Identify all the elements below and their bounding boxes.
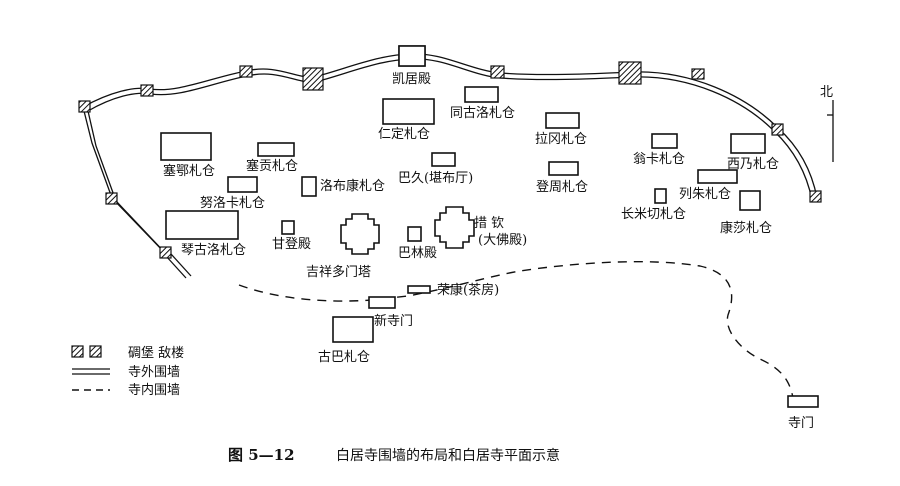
tower-icon: [771, 123, 784, 136]
building-wengka: [651, 133, 678, 149]
legend-tower-icon-2: [89, 345, 102, 358]
tower-icon: [302, 67, 324, 91]
building-nuluoka: [227, 176, 258, 193]
label-guba: 古巴札仓: [318, 350, 370, 365]
building-saigong: [257, 142, 295, 157]
tower-icon: [618, 61, 642, 85]
caption-number: 图 5—12: [228, 446, 295, 464]
building-tonggu: [464, 86, 499, 103]
label-tonggu: 同古洛札仓: [450, 106, 515, 121]
label-nuluoka: 努洛卡札仓: [200, 196, 265, 211]
building-changmi: [654, 188, 667, 204]
building-guba: [332, 316, 374, 343]
building-kaiju: [398, 45, 426, 67]
building-xinsimen: [368, 296, 396, 309]
figure-caption: 图 5—12 白居寺围墙的布局和白居寺平面示意: [228, 446, 560, 464]
building-gandeng: [281, 220, 295, 235]
legend: 碉堡 敌楼 寺外围墙 寺内围墙: [71, 345, 184, 398]
tower-icon: [140, 84, 154, 97]
tower-icon: [490, 65, 505, 79]
north-label: 北: [820, 85, 833, 100]
label-luobukang: 洛布康札仓: [320, 178, 385, 194]
tower-icon: [691, 68, 705, 80]
building-bajiu: [431, 152, 456, 167]
building-labels: 凯居殿 同古洛札仓 仁定札仓 拉冈札仓 翁卡札仓 西乃札仓 塞鄂札仓 塞贡札仓 …: [163, 72, 814, 431]
label-xinai: 西乃札仓: [727, 157, 779, 172]
building-lagang: [545, 112, 580, 129]
buildings: [160, 45, 819, 408]
legend-outer-label: 寺外围墙: [128, 365, 180, 380]
label-changmi: 长米切札仓: [621, 207, 686, 222]
label-lagang: 拉冈札仓: [535, 132, 587, 147]
building-liezhu: [697, 169, 738, 184]
label-gandeng: 甘登殿: [272, 237, 311, 252]
label-saie: 塞鄂札仓: [163, 163, 215, 179]
building-balin: [407, 226, 422, 242]
label-simen: 寺门: [788, 416, 814, 431]
building-kangsha: [739, 190, 761, 211]
inner-wall: [238, 261, 794, 399]
label-balin: 巴林殿: [398, 246, 437, 261]
label-saigong: 塞贡札仓: [246, 158, 298, 174]
building-simen: [787, 395, 819, 408]
building-rongkang: [407, 285, 431, 294]
label-dafo: (大佛殿): [478, 233, 527, 248]
building-saie: [160, 132, 212, 161]
tower-icon: [159, 246, 172, 259]
tower-icon: [78, 100, 91, 113]
building-qingu: [165, 210, 239, 240]
building-xinai: [730, 133, 766, 154]
building-cuoqin: [434, 206, 475, 249]
label-cuoqin: 措 钦: [474, 216, 504, 231]
building-renzhi: [382, 98, 435, 125]
label-bajiu: 巴久(堪布厅): [398, 171, 473, 186]
tower-icon: [105, 192, 118, 205]
stupa-jixiang: [340, 213, 380, 255]
label-dengzhou: 登周札仓: [536, 180, 588, 195]
label-renzhi: 仁定札仓: [378, 127, 430, 142]
label-liezhu: 列朱札仓: [679, 187, 731, 202]
building-dengzhou: [548, 161, 579, 176]
north-arrow: 北: [820, 85, 834, 162]
legend-inner-label: 寺内围墙: [128, 382, 180, 398]
legend-tower-label: 碉堡 敌楼: [128, 345, 184, 361]
label-xinsimen: 新寺门: [374, 313, 413, 329]
label-wengka: 翁卡札仓: [633, 152, 685, 167]
tower-icon: [239, 65, 253, 78]
caption-text: 白居寺围墙的布局和白居寺平面示意: [336, 447, 560, 464]
label-jixiang: 吉祥多门塔: [306, 264, 371, 280]
building-luobukang: [301, 176, 317, 197]
tower-icon: [809, 190, 822, 203]
label-qingu: 琴古洛札仓: [181, 243, 246, 258]
label-kangsha: 康莎札仓: [720, 220, 772, 236]
legend-tower-icon: [71, 345, 84, 358]
label-rongkang: 荣康(茶房): [437, 282, 499, 298]
label-kaiju: 凯居殿: [392, 72, 431, 87]
